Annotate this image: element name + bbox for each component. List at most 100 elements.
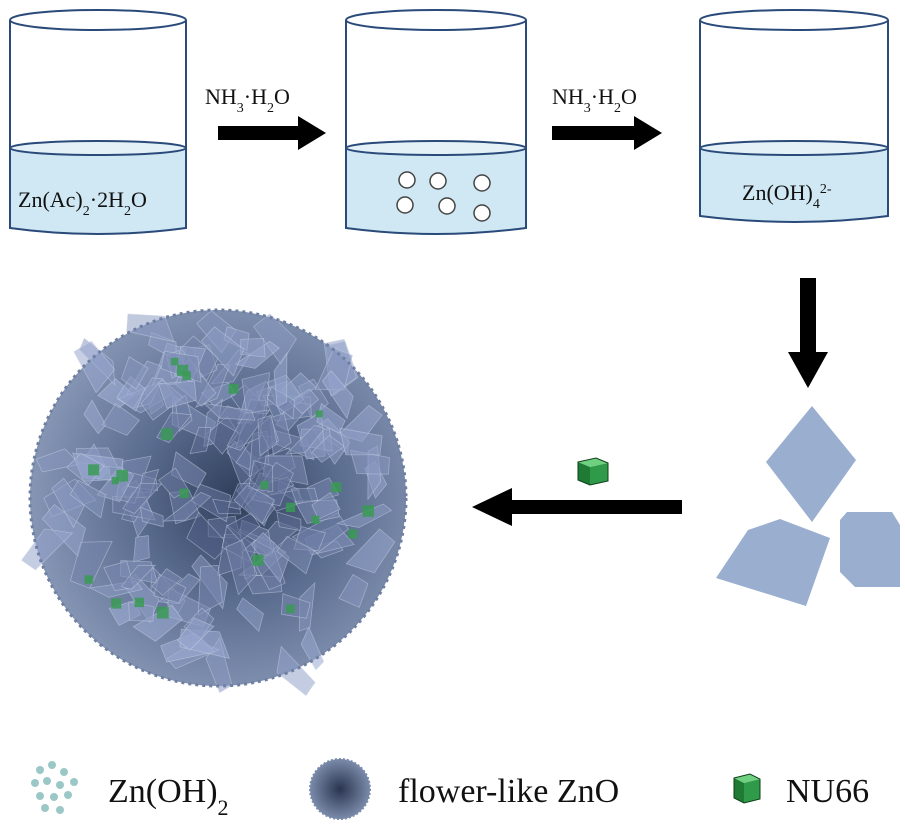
petal xyxy=(236,597,264,633)
zn-oh-2-particle xyxy=(438,197,456,215)
nu66-cube xyxy=(116,469,128,482)
petal xyxy=(151,568,183,596)
petal xyxy=(69,479,107,519)
petal xyxy=(200,326,245,377)
beaker-1: Zn(Ac)2·2H2O xyxy=(9,9,187,235)
solution xyxy=(699,147,889,223)
zn-oh-2-particle xyxy=(429,172,447,190)
petal xyxy=(257,414,278,457)
petal xyxy=(345,528,396,574)
legend-label-nu66: NU66 xyxy=(786,773,869,810)
solution-surface xyxy=(345,140,527,156)
nu66-cube xyxy=(260,480,269,490)
nu66-cube xyxy=(311,515,320,524)
nu66-cube xyxy=(177,364,189,376)
left-arrow-icon xyxy=(472,488,682,526)
petal xyxy=(189,426,212,455)
nu66-cube xyxy=(111,598,122,609)
petal xyxy=(311,434,345,463)
right-arrow-icon xyxy=(552,116,662,150)
petal xyxy=(126,313,175,343)
petal xyxy=(120,356,149,390)
petal xyxy=(177,617,215,651)
petal xyxy=(202,402,256,421)
beaker-rim xyxy=(345,9,527,31)
petal xyxy=(276,535,315,575)
petal xyxy=(339,427,383,456)
petal xyxy=(122,482,163,515)
nu66-cube xyxy=(161,428,173,441)
nu66-cube xyxy=(286,604,295,614)
petal xyxy=(338,574,369,608)
petal xyxy=(69,540,113,589)
petal xyxy=(239,337,266,358)
beaker-3-label: Zn(OH)42- xyxy=(742,180,832,212)
nu66-cube xyxy=(170,357,179,366)
petal xyxy=(321,369,354,420)
petal xyxy=(300,625,325,671)
petal xyxy=(73,340,116,394)
petal xyxy=(140,506,164,528)
legend-label-zn-oh-2: Zn(OH)2 xyxy=(108,773,229,820)
nanosheet xyxy=(766,406,856,522)
nu66-cube xyxy=(285,502,296,512)
reaction-arrow-2: NH3·H2O xyxy=(552,84,662,150)
legend: Zn(OH)2 flower-like ZnO NU66 xyxy=(31,758,869,820)
flower-like-zno-sphere xyxy=(20,308,408,697)
nu66-cube xyxy=(134,597,144,608)
solution xyxy=(345,147,527,235)
petal xyxy=(120,564,157,591)
petal xyxy=(311,491,341,520)
petal xyxy=(133,535,150,563)
nu66-cube xyxy=(228,383,239,394)
nu66-cube xyxy=(252,554,264,566)
petal xyxy=(276,645,316,697)
petal xyxy=(51,477,85,529)
right-arrow-icon xyxy=(218,116,326,150)
reagent-label-2: NH3·H2O xyxy=(552,84,637,116)
beaker-1-label: Zn(Ac)2·2H2O xyxy=(18,187,147,219)
petal xyxy=(83,399,107,435)
zn-oh-2-particle xyxy=(396,196,414,214)
flower-edge xyxy=(28,308,408,688)
solution xyxy=(9,147,187,235)
petal xyxy=(197,564,223,616)
nu66-cube xyxy=(111,477,119,485)
nu66-cube xyxy=(157,606,169,619)
petal xyxy=(285,424,326,455)
embedded-nu66-cubes xyxy=(84,357,374,619)
zn-oh-2-particle xyxy=(473,174,491,192)
petal xyxy=(20,528,74,571)
petal xyxy=(186,511,230,560)
zn-oh-2-particle xyxy=(473,204,491,222)
nu66-cube xyxy=(84,575,93,584)
nu66-cube xyxy=(315,410,323,418)
petal xyxy=(162,491,212,522)
beaker-2 xyxy=(345,9,527,235)
particles-icon xyxy=(31,761,78,814)
flower-petals xyxy=(20,310,396,697)
petal xyxy=(290,487,319,505)
solution-surface xyxy=(9,140,187,156)
beaker-rim xyxy=(699,9,889,31)
flower-icon xyxy=(309,758,371,820)
petal xyxy=(101,403,140,436)
nu66-cube-icon xyxy=(577,457,609,486)
petal xyxy=(273,351,288,408)
reagent-label-1: NH3·H2O xyxy=(205,84,290,116)
zn-oh-2-particle xyxy=(398,171,416,189)
nu66-cube xyxy=(179,488,189,498)
solution-surface xyxy=(699,140,889,156)
petal xyxy=(289,388,319,415)
petal xyxy=(226,512,261,542)
beaker-3: Zn(OH)42- xyxy=(699,9,889,223)
beaker-rim xyxy=(9,9,187,31)
petal xyxy=(225,539,258,596)
nanosheet xyxy=(840,512,900,587)
petal xyxy=(158,380,197,409)
nu66-cube xyxy=(348,529,358,539)
petal xyxy=(233,484,275,525)
nu66-cube xyxy=(331,482,342,493)
nu66-cube xyxy=(88,464,100,476)
nanosheet xyxy=(716,519,830,606)
